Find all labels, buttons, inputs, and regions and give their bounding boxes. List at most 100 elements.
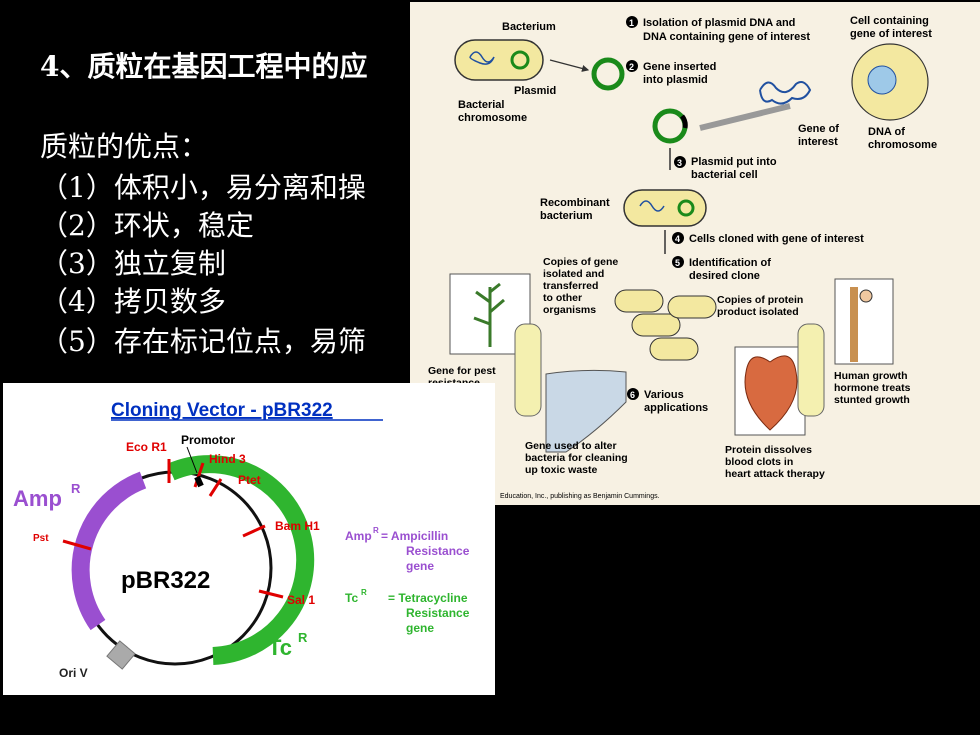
sal1-label: Sal 1 bbox=[287, 593, 315, 607]
copies-gene-2: isolated and bbox=[543, 268, 604, 280]
step-2-bullet bbox=[626, 60, 638, 72]
bam-h1-site bbox=[242, 524, 266, 538]
step-5-label: Identification of bbox=[689, 257, 771, 269]
pbr322-figure: Cloning Vector - pBR322 Eco R1 Promotor … bbox=[3, 383, 495, 695]
legend-tc-eq: = Tetracycline bbox=[388, 591, 468, 605]
step-6-label: Various bbox=[644, 389, 684, 401]
step-4-bullet bbox=[672, 232, 684, 244]
legend-amp-eq: = Ampicillin bbox=[381, 529, 448, 543]
copies-gene-1: Copies of gene bbox=[543, 256, 618, 268]
ptet-site bbox=[208, 478, 223, 497]
legend-tc-key: Tc bbox=[345, 591, 358, 605]
legend-amp-key: Amp bbox=[345, 529, 372, 543]
gene-bacteria-3: up toxic waste bbox=[525, 464, 598, 476]
recombinant-label-2: bacterium bbox=[540, 210, 593, 222]
copies-gene-3: transferred bbox=[543, 280, 598, 292]
svg-text:2: 2 bbox=[629, 62, 634, 72]
tc-superscript: R bbox=[298, 630, 308, 645]
copies-protein-1: Copies of protein bbox=[717, 294, 803, 306]
tc-label: Tc bbox=[268, 635, 292, 660]
bacterial-chromosome-shape bbox=[469, 51, 495, 65]
advantage-item-5: （5）存在标记位点，易筛 bbox=[40, 325, 366, 358]
vector-title: Cloning Vector - pBR322 bbox=[111, 400, 333, 421]
step-6-label-2: applications bbox=[644, 402, 708, 414]
bacterium-label: Bacterium bbox=[502, 21, 556, 33]
step-5-label-2: desired clone bbox=[689, 270, 760, 282]
advantage-item-1: （1）体积小，易分离和操 bbox=[40, 171, 366, 204]
gene-of-interest-label: Gene of bbox=[798, 123, 839, 135]
step-3-label: Plasmid put into bbox=[691, 156, 777, 168]
gene-bacteria-2: bacteria for cleaning bbox=[525, 452, 628, 464]
human-growth-2: hormone treats bbox=[834, 382, 911, 394]
recombinant-plasmid bbox=[652, 108, 688, 144]
gene-cloning-figure: Bacterium Plasmid Bacterial chromosome 1… bbox=[410, 2, 980, 505]
step-3-label-2: bacterial cell bbox=[691, 169, 758, 181]
svg-text:5: 5 bbox=[675, 258, 680, 268]
cloned-cells bbox=[614, 289, 717, 361]
donor-nucleus bbox=[867, 65, 897, 95]
step-5-bullet bbox=[672, 256, 684, 268]
ori-v-marker bbox=[106, 640, 136, 670]
child-icon bbox=[859, 289, 873, 303]
protein-dissolves-2: blood clots in bbox=[725, 456, 793, 468]
slide-heading: 4、质粒在基因工程中的应 bbox=[40, 50, 368, 83]
tc-resistance-arc bbox=[167, 455, 315, 665]
legend-amp-sup: R bbox=[373, 526, 379, 535]
corn-plant-icon bbox=[473, 282, 505, 347]
bacterium-cell bbox=[454, 39, 544, 81]
plasmid-shape bbox=[510, 50, 530, 70]
recombinant-cell bbox=[623, 189, 707, 227]
protein-dissolves-1: Protein dissolves bbox=[725, 444, 812, 456]
human-growth-3: stunted growth bbox=[834, 394, 910, 406]
step-6-bullet bbox=[627, 388, 639, 400]
gene-pest-label: Gene for pest bbox=[428, 365, 496, 377]
pst-label: Pst bbox=[33, 533, 49, 544]
gene-cloning-svg: Bacterium Plasmid Bacterial chromosome 1… bbox=[428, 15, 937, 500]
step-4-label: Cells cloned with gene of interest bbox=[689, 233, 864, 245]
copies-protein-2: product isolated bbox=[717, 306, 799, 318]
gene-of-interest-label-2: interest bbox=[798, 136, 838, 148]
advantage-item-2: （2）环状，稳定 bbox=[40, 209, 254, 242]
bam-h1-label: Bam H1 bbox=[275, 519, 320, 533]
legend-tc-line2: Resistance bbox=[406, 606, 470, 620]
step-3-bullet bbox=[674, 156, 686, 168]
recombinant-label: Recombinant bbox=[540, 197, 610, 209]
pst-site bbox=[62, 539, 92, 551]
eco-r1-label: Eco R1 bbox=[126, 440, 167, 454]
legend-amp-line2: Resistance bbox=[406, 544, 470, 558]
copies-gene-4: to other bbox=[543, 292, 582, 304]
svg-text:6: 6 bbox=[630, 390, 635, 400]
dna-chromosome-label: DNA of bbox=[868, 126, 905, 138]
step-1-bullet bbox=[626, 16, 638, 28]
copyright-text: Education, Inc., publishing as Benjamin … bbox=[500, 493, 660, 500]
svg-text:3: 3 bbox=[677, 158, 682, 168]
sal1-site bbox=[258, 589, 284, 599]
pbr322-svg: Cloning Vector - pBR322 Eco R1 Promotor … bbox=[13, 400, 470, 680]
legend-amp-line3: gene bbox=[406, 559, 434, 573]
amp-resistance-arc bbox=[71, 471, 147, 631]
plasmid-label: Plasmid bbox=[514, 85, 556, 97]
ptet-label: Ptet bbox=[238, 473, 261, 487]
step-1-label: Isolation of plasmid DNA and bbox=[643, 17, 795, 29]
legend-tc-line3: gene bbox=[406, 621, 434, 635]
heart-icon bbox=[744, 355, 798, 431]
isolated-plasmid bbox=[591, 57, 625, 91]
human-growth-1: Human growth bbox=[834, 370, 908, 382]
promotor-label: Promotor bbox=[181, 433, 235, 447]
svg-text:1: 1 bbox=[629, 18, 634, 28]
test-tube-right bbox=[797, 323, 825, 417]
protein-dissolves-3: heart attack therapy bbox=[725, 468, 825, 480]
amp-superscript: R bbox=[71, 481, 81, 496]
promotor-marker bbox=[194, 475, 204, 488]
dna-chromosome-label-2: chromosome bbox=[868, 139, 937, 151]
cell-containing-label: Cell containing bbox=[850, 15, 929, 27]
bacterial-chromosome-label-2: chromosome bbox=[458, 112, 527, 124]
hind3-site bbox=[193, 462, 205, 488]
step-2-label-2: into plasmid bbox=[643, 74, 708, 86]
gene-bacteria-1: Gene used to alter bbox=[525, 440, 617, 452]
step-1-label-2: DNA containing gene of interest bbox=[643, 31, 810, 43]
dna-fragments bbox=[759, 81, 812, 105]
growth-ruler-icon bbox=[850, 287, 858, 362]
advantage-item-4: （4）拷贝数多 bbox=[40, 285, 226, 318]
ori-v-label: Ori V bbox=[59, 666, 88, 680]
